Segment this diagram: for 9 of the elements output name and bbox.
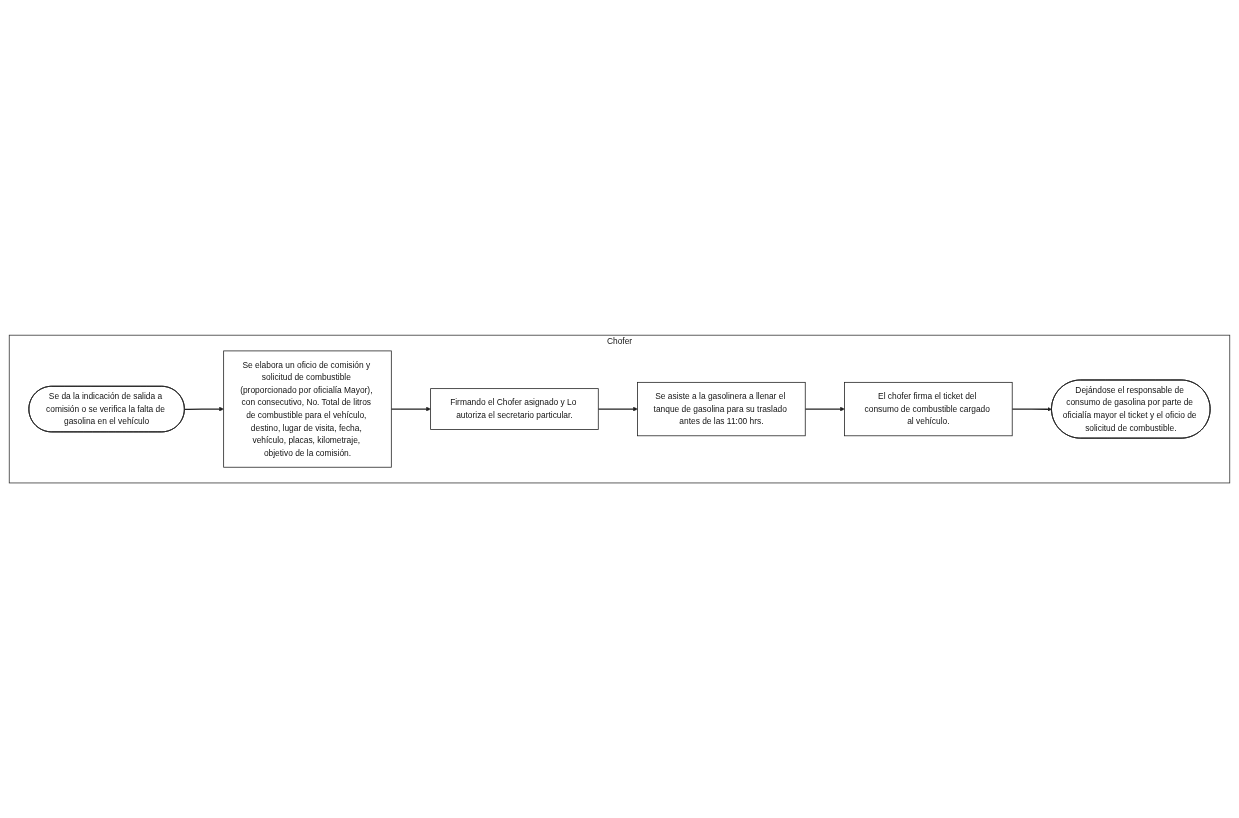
node-box: El chofer firma el ticket del consumo de combustible cargado al vehículo.: [844, 381, 1013, 437]
node-box: Se asiste a la gasolinera a llenar el tanque de gasolina para su traslado antes de las 11:00 hrs.: [637, 381, 806, 437]
arrow: [804, 406, 845, 412]
node-box: Firmando el Chofer asignado y Lo autoriza el secretario particular.: [430, 388, 599, 430]
arrow: [597, 406, 638, 412]
arrow: [390, 406, 431, 412]
arrow: [183, 406, 224, 412]
arrow: [1011, 406, 1052, 412]
node-box: Se elabora un oficio de comisión y solicitud de combustible (proporcionado por oficialía Mayor), con consecutivo, No. Total de litros de combustible para el vehículo, destino, lugar de visita, fecha, vehículo, placas, kilometraje, objetivo de la comisión.: [223, 350, 392, 468]
